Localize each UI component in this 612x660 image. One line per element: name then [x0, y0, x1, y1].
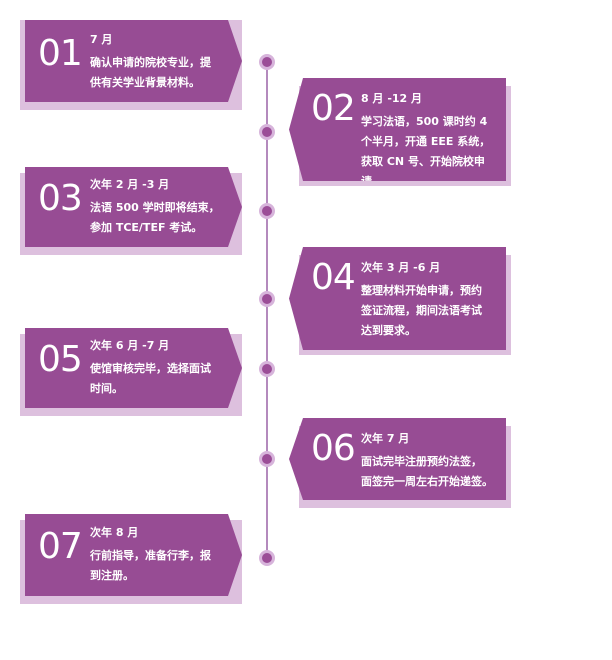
step-number: 04 [311, 257, 356, 298]
step-number: 06 [311, 428, 356, 469]
step-number: 07 [38, 526, 82, 567]
step-number: 05 [38, 339, 82, 380]
step-number: 03 [38, 178, 82, 219]
step-card-04: 04 次年 3 月 -6 月 整理材料开始申请，预约 签证流程，期间法语考试 达… [289, 247, 511, 357]
step-date: 次年 7 月 [361, 432, 410, 445]
step-description: 法语 500 学时即将结束， 参加 TCE/TEF 考试。 [90, 201, 220, 234]
timeline-dot [259, 54, 275, 70]
step-number: 02 [311, 88, 356, 129]
step-card-02: 02 8 月 -12 月 学习法语，500 课时约 4 个半月，开通 EEE 系… [289, 78, 511, 188]
step-date: 次年 6 月 -7 月 [90, 339, 170, 352]
step-description: 面试完毕注册预约法签， 面签完一周左右开始递签。 [361, 455, 493, 488]
timeline-dot [259, 361, 275, 377]
step-card-01: 01 7 月 确认申请的院校专业，提 供有关学业背景材料。 [20, 20, 242, 110]
step-date: 次年 2 月 -3 月 [90, 178, 170, 191]
step-card-07: 07 次年 8 月 行前指导，准备行李，报 到注册。 [20, 514, 242, 604]
step-date: 8 月 -12 月 [361, 92, 423, 105]
step-card-06: 06 次年 7 月 面试完毕注册预约法签， 面签完一周左右开始递签。 [289, 418, 511, 508]
timeline-dot [259, 291, 275, 307]
step-card-05: 05 次年 6 月 -7 月 使馆审核完毕，选择面试 时间。 [20, 328, 242, 416]
timeline-dot [259, 124, 275, 140]
step-date: 次年 8 月 [90, 526, 139, 539]
step-description: 学习法语，500 课时约 4 个半月，开通 EEE 系统， 获取 CN 号、开始… [361, 115, 491, 181]
step-number: 01 [38, 33, 82, 74]
step-date: 次年 3 月 -6 月 [361, 261, 441, 274]
step-card-03: 03 次年 2 月 -3 月 法语 500 学时即将结束， 参加 TCE/TEF… [20, 167, 242, 255]
timeline-dot [259, 203, 275, 219]
step-description: 整理材料开始申请，预约 签证流程，期间法语考试 达到要求。 [361, 284, 482, 337]
timeline-line [266, 60, 268, 560]
step-date: 7 月 [90, 33, 113, 46]
timeline-dot [259, 550, 275, 566]
timeline-dot [259, 451, 275, 467]
step-description: 行前指导，准备行李，报 到注册。 [90, 549, 211, 582]
step-description: 使馆审核完毕，选择面试 时间。 [90, 362, 211, 395]
step-description: 确认申请的院校专业，提 供有关学业背景材料。 [90, 56, 211, 89]
